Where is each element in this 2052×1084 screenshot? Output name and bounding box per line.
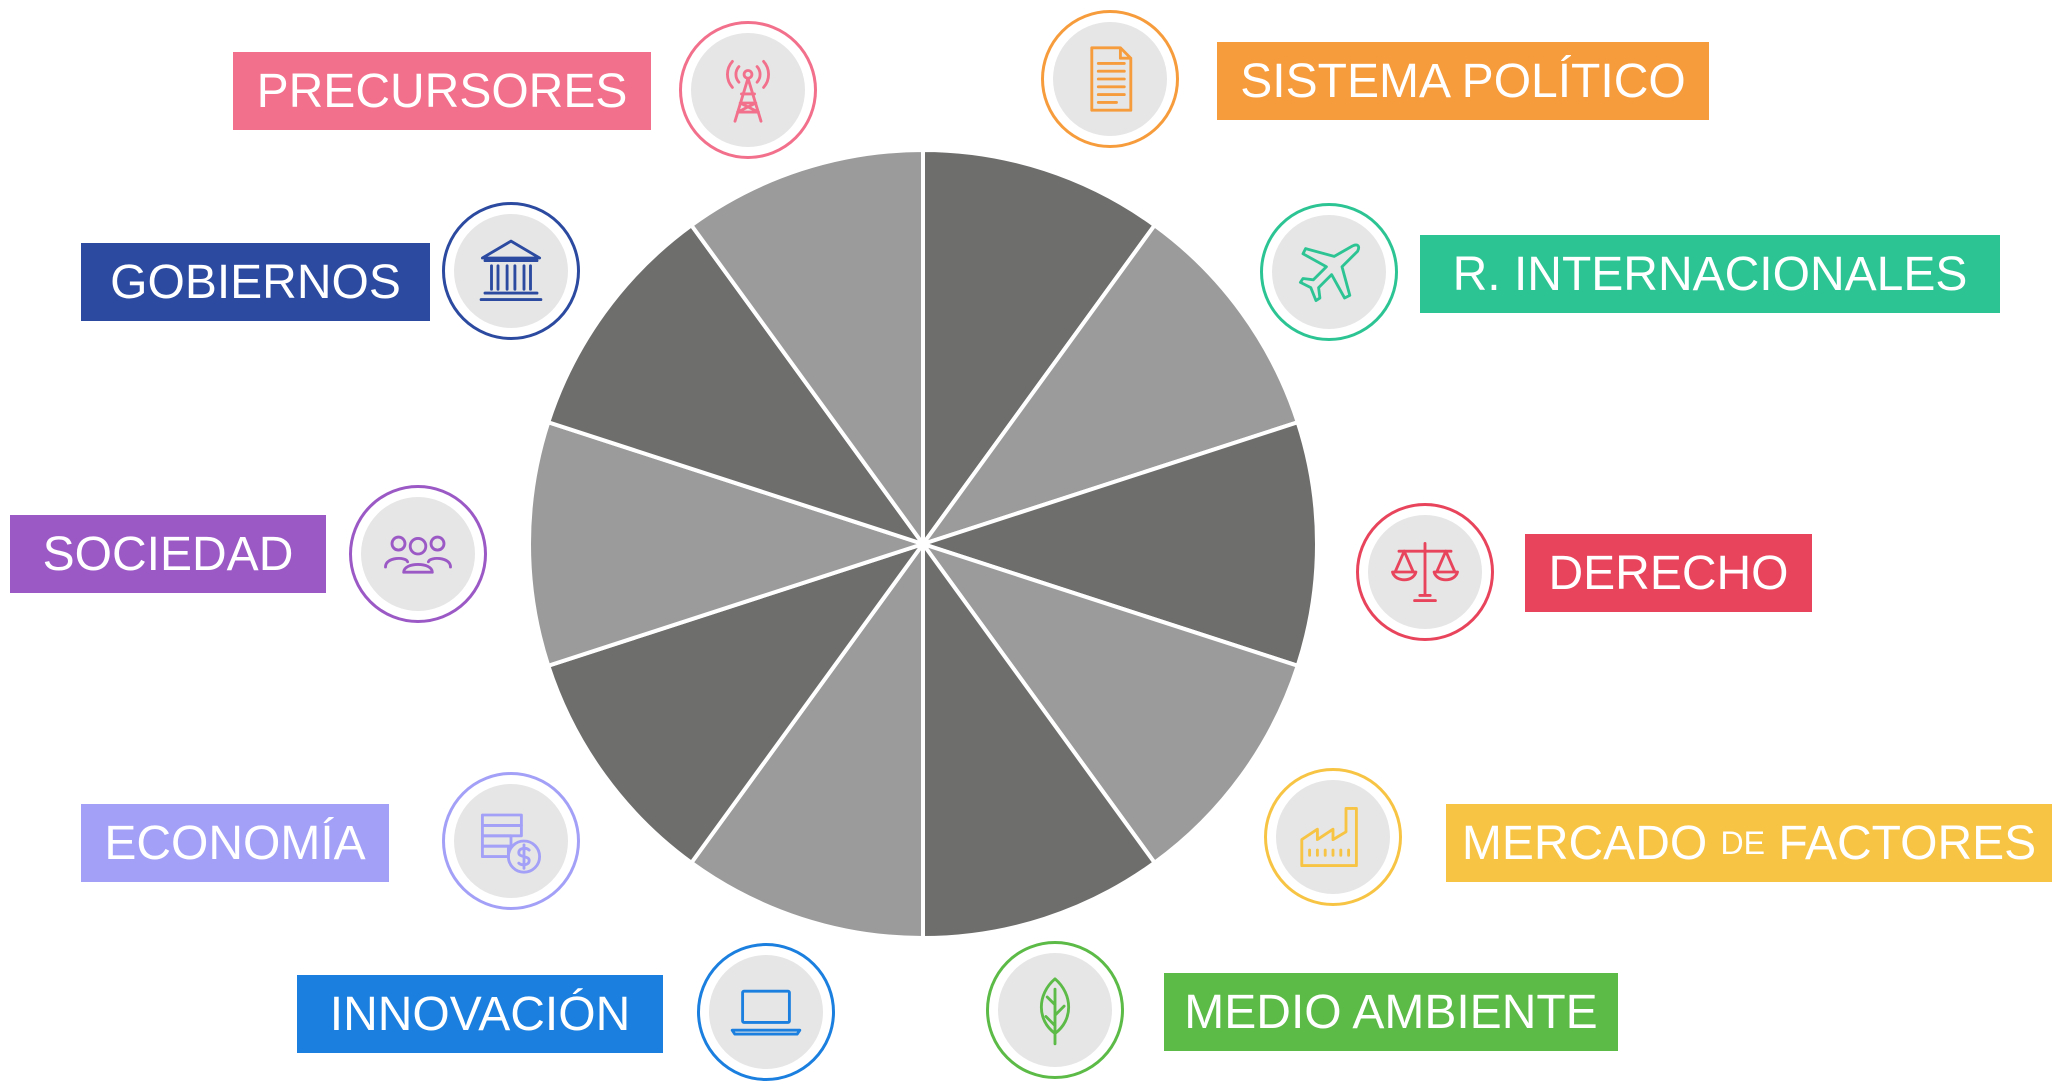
radio-tower-icon	[726, 59, 770, 123]
icon-ring-innovacion	[697, 943, 835, 1081]
icon-disc	[1272, 215, 1386, 329]
label-economia: ECONOMÍA	[81, 804, 389, 882]
government-building-icon	[479, 239, 543, 302]
label-mercado-de-factores: MERCADO DE FACTORES	[1446, 804, 2052, 882]
wheel-segment	[916, 419, 1319, 669]
document-icon	[1090, 46, 1133, 112]
wheel-segment	[527, 419, 930, 669]
wheel-segment	[917, 222, 1301, 548]
icon-ring-derecho	[1356, 503, 1494, 641]
label-precursores: PRECURSORES	[233, 52, 651, 130]
icon-disc	[1276, 780, 1390, 894]
wheel-segment	[688, 537, 925, 941]
airplane-icon	[1298, 243, 1361, 303]
icon-ring-sociedad	[349, 485, 487, 623]
icon-disc	[1053, 22, 1167, 136]
wheel-segment	[917, 540, 1301, 866]
icon-disc	[454, 784, 568, 898]
icon-disc	[709, 955, 823, 1069]
factory-icon	[1300, 806, 1358, 868]
wheel-segment	[921, 537, 1158, 941]
icon-ring-mercado-de-factores	[1264, 768, 1402, 906]
icon-disc	[1368, 515, 1482, 629]
label-derecho: DERECHO	[1525, 534, 1812, 612]
icon-ring-precursores	[679, 21, 817, 159]
label-relaciones-internacionales: R. INTERNACIONALES	[1420, 235, 2000, 313]
scales-of-justice-icon	[1391, 541, 1459, 603]
label-part: MERCADO	[1461, 816, 1721, 870]
icon-ring-relaciones-internacionales	[1260, 203, 1398, 341]
icon-disc	[691, 33, 805, 147]
label-sistema-politico: SISTEMA POLÍTICO	[1217, 42, 1709, 120]
people-group-icon	[384, 535, 452, 574]
icon-disc	[454, 214, 568, 328]
icon-disc	[998, 953, 1112, 1067]
money-stack-icon	[480, 813, 542, 874]
label-part-small: DE	[1720, 824, 1765, 861]
icon-ring-sistema-politico	[1041, 10, 1179, 148]
icon-ring-gobiernos	[442, 202, 580, 340]
leaf-icon	[1040, 977, 1070, 1046]
icon-ring-medio-ambiente	[986, 941, 1124, 1079]
icon-ring-economia	[442, 772, 580, 910]
wheel-segment	[545, 222, 929, 548]
icon-disc	[361, 497, 475, 611]
label-innovacion: INNOVACIÓN	[297, 975, 663, 1053]
label-sociedad: SOCIEDAD	[10, 515, 326, 593]
wheel-segment	[688, 147, 925, 551]
label-medio-ambiente: MEDIO AMBIENTE	[1164, 973, 1618, 1051]
label-gobiernos: GOBIERNOS	[81, 243, 430, 321]
laptop-icon	[730, 989, 802, 1036]
label-part: FACTORES	[1764, 816, 2037, 870]
wheel-segment	[545, 540, 929, 866]
wheel-segment	[921, 147, 1158, 551]
